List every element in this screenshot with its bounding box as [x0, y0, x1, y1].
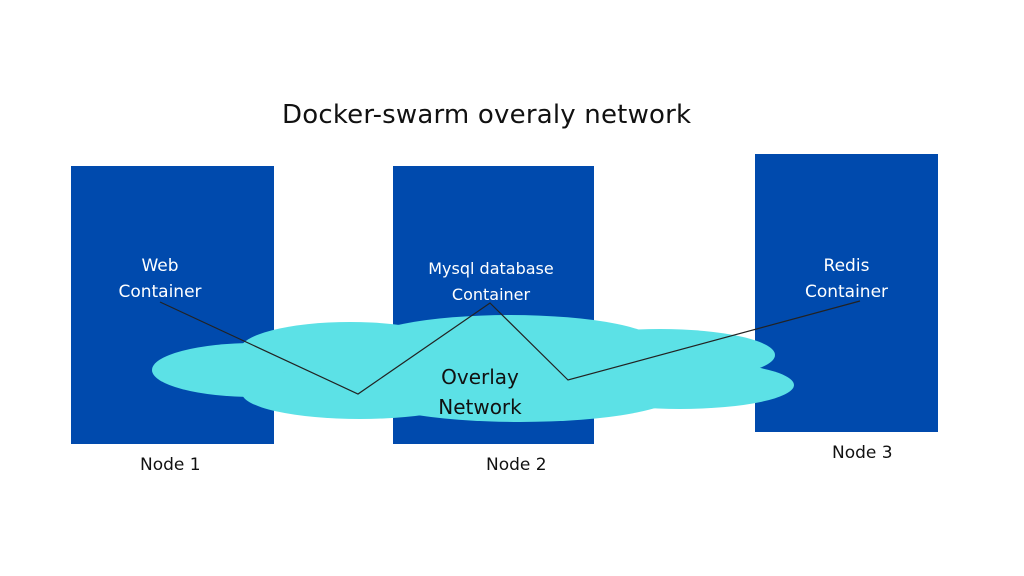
mysql-container-line1: Mysql database	[428, 259, 554, 278]
mysql-container-line2: Container	[451, 285, 531, 304]
redis-container-line1: Redis	[823, 256, 870, 276]
web-container-line1: Web	[141, 256, 179, 276]
overlay-line1: Overlay	[441, 365, 519, 389]
node-1-box	[71, 166, 274, 444]
web-container-label: Web Container	[71, 253, 249, 305]
mysql-container-label: Mysql database Container	[393, 256, 589, 308]
overlay-line2: Network	[438, 395, 522, 419]
diagram-title: Docker-swarm overaly network	[282, 100, 692, 130]
redis-container-label: Redis Container	[755, 253, 938, 305]
connection-lines	[159, 300, 861, 395]
node-3-label: Node 3	[832, 443, 893, 463]
node-1-label: Node 1	[140, 455, 201, 475]
cloud-shape	[152, 315, 794, 422]
web-container-line2: Container	[118, 282, 202, 302]
node-2-label: Node 2	[486, 455, 547, 475]
overlay-network-label: Overlay Network	[420, 362, 540, 422]
redis-container-line2: Container	[804, 282, 889, 302]
